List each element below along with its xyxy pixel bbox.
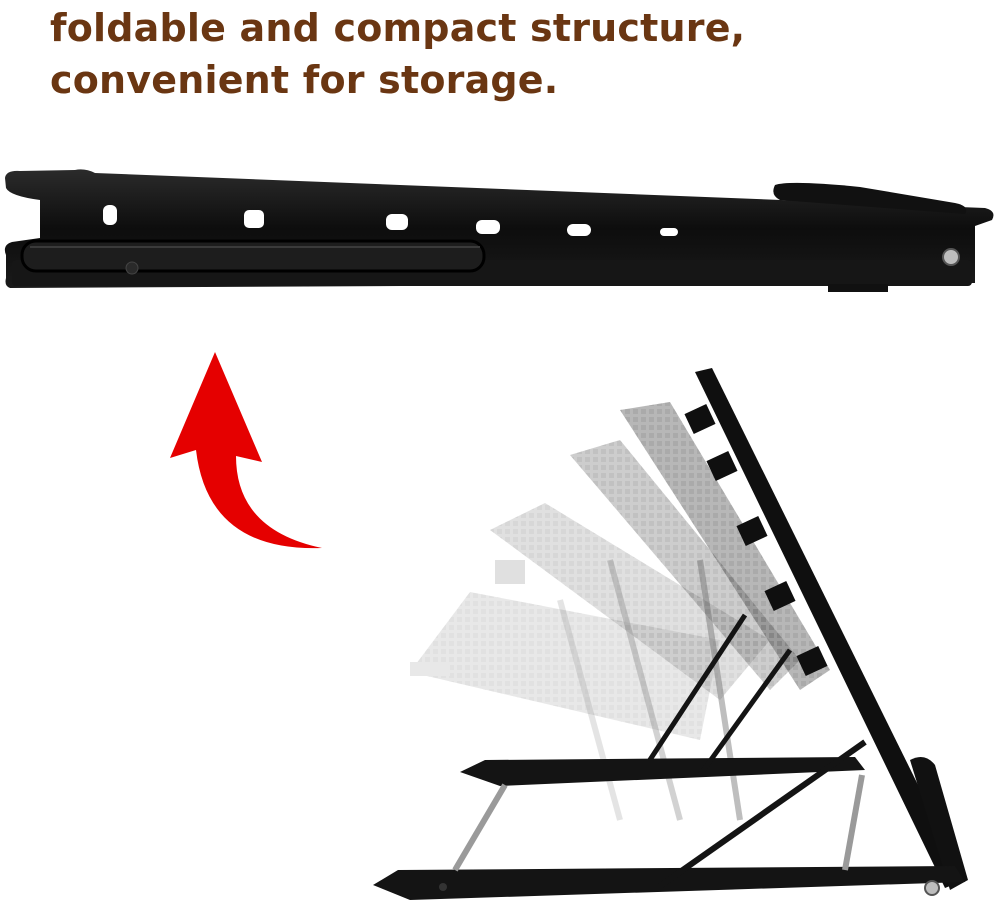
ghost-positions: [410, 402, 830, 821]
caption-line-2: convenient for storage.: [50, 58, 559, 102]
caption-line-1: foldable and compact structure,: [50, 6, 746, 50]
caption-text: foldable and compact structure, convenie…: [50, 2, 950, 106]
folded-stand: [4, 169, 994, 292]
curved-up-arrow-icon: [170, 352, 322, 549]
open-stand: [373, 368, 968, 900]
